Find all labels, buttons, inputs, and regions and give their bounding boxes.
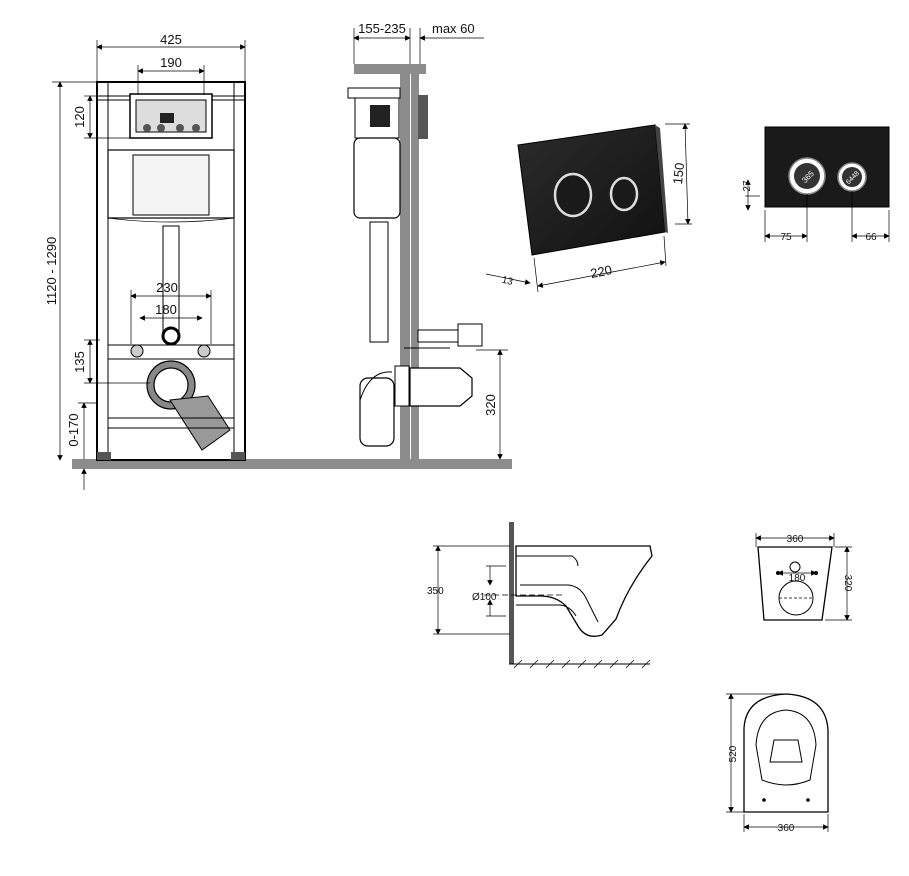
dim-bolt-height: 135 — [72, 351, 87, 373]
dim-frame-height: 1120 - 1290 — [44, 237, 59, 305]
dim-top-width: 360 — [778, 823, 795, 834]
mount-bolt-left — [130, 344, 144, 358]
toilet-back-view: 360 180 320 — [755, 533, 853, 621]
frame-front-view: 425 190 1120 - 1290 120 230 180 135 0-17… — [44, 32, 246, 490]
toilet-bowl-profile — [515, 545, 653, 637]
flush-plate-front-view: 365 6448 27 75 66 — [742, 126, 890, 243]
frame-outline — [96, 81, 246, 461]
dim-bowl-height: 350 — [427, 586, 444, 597]
water-inlet — [789, 561, 801, 573]
dim-button-right: 66 — [865, 232, 877, 243]
dim-back-height: 320 — [842, 575, 853, 592]
mount-bolt-right — [197, 344, 211, 358]
wall-section — [400, 68, 410, 460]
dim-back-bolts: 180 — [789, 573, 806, 584]
dim-pipe-diameter: Ø100 — [472, 592, 497, 603]
flush-plate-view: 150 220 13 — [485, 123, 692, 293]
dim-button-offset: 27 — [742, 180, 753, 192]
toilet-side-view: 350 Ø100 — [427, 522, 653, 669]
dim-plate-height: 150 — [670, 162, 687, 185]
dim-outlet-height: 320 — [483, 394, 498, 416]
dim-plate-width: 220 — [589, 262, 613, 281]
flush-button-small — [609, 176, 639, 212]
flush-plate-front — [764, 126, 890, 208]
dim-frame-width: 425 — [160, 32, 182, 47]
side-cistern — [353, 137, 401, 219]
dim-frame-depth: 155-235 — [358, 21, 406, 36]
floor-slab — [72, 459, 512, 469]
dim-control-width: 190 — [160, 55, 182, 70]
toilet-top-view: 520 360 — [726, 693, 829, 834]
flush-button-large — [553, 172, 593, 218]
frame-side-view: 155-235 max 60 320 — [347, 21, 508, 460]
dim-inner-spacing: 180 — [155, 302, 177, 317]
dim-plate-thickness: 13 — [500, 275, 514, 288]
dim-back-width: 360 — [787, 534, 804, 545]
dim-button-left: 75 — [780, 232, 792, 243]
dim-max-offset: max 60 — [432, 21, 475, 36]
dim-outer-spacing: 230 — [156, 280, 178, 295]
water-connector — [161, 326, 181, 346]
toilet-top-outline — [743, 693, 829, 813]
dim-foot-adjust: 0-170 — [66, 413, 81, 446]
dim-top-length: 520 — [728, 745, 739, 762]
dim-control-height: 120 — [72, 106, 87, 128]
